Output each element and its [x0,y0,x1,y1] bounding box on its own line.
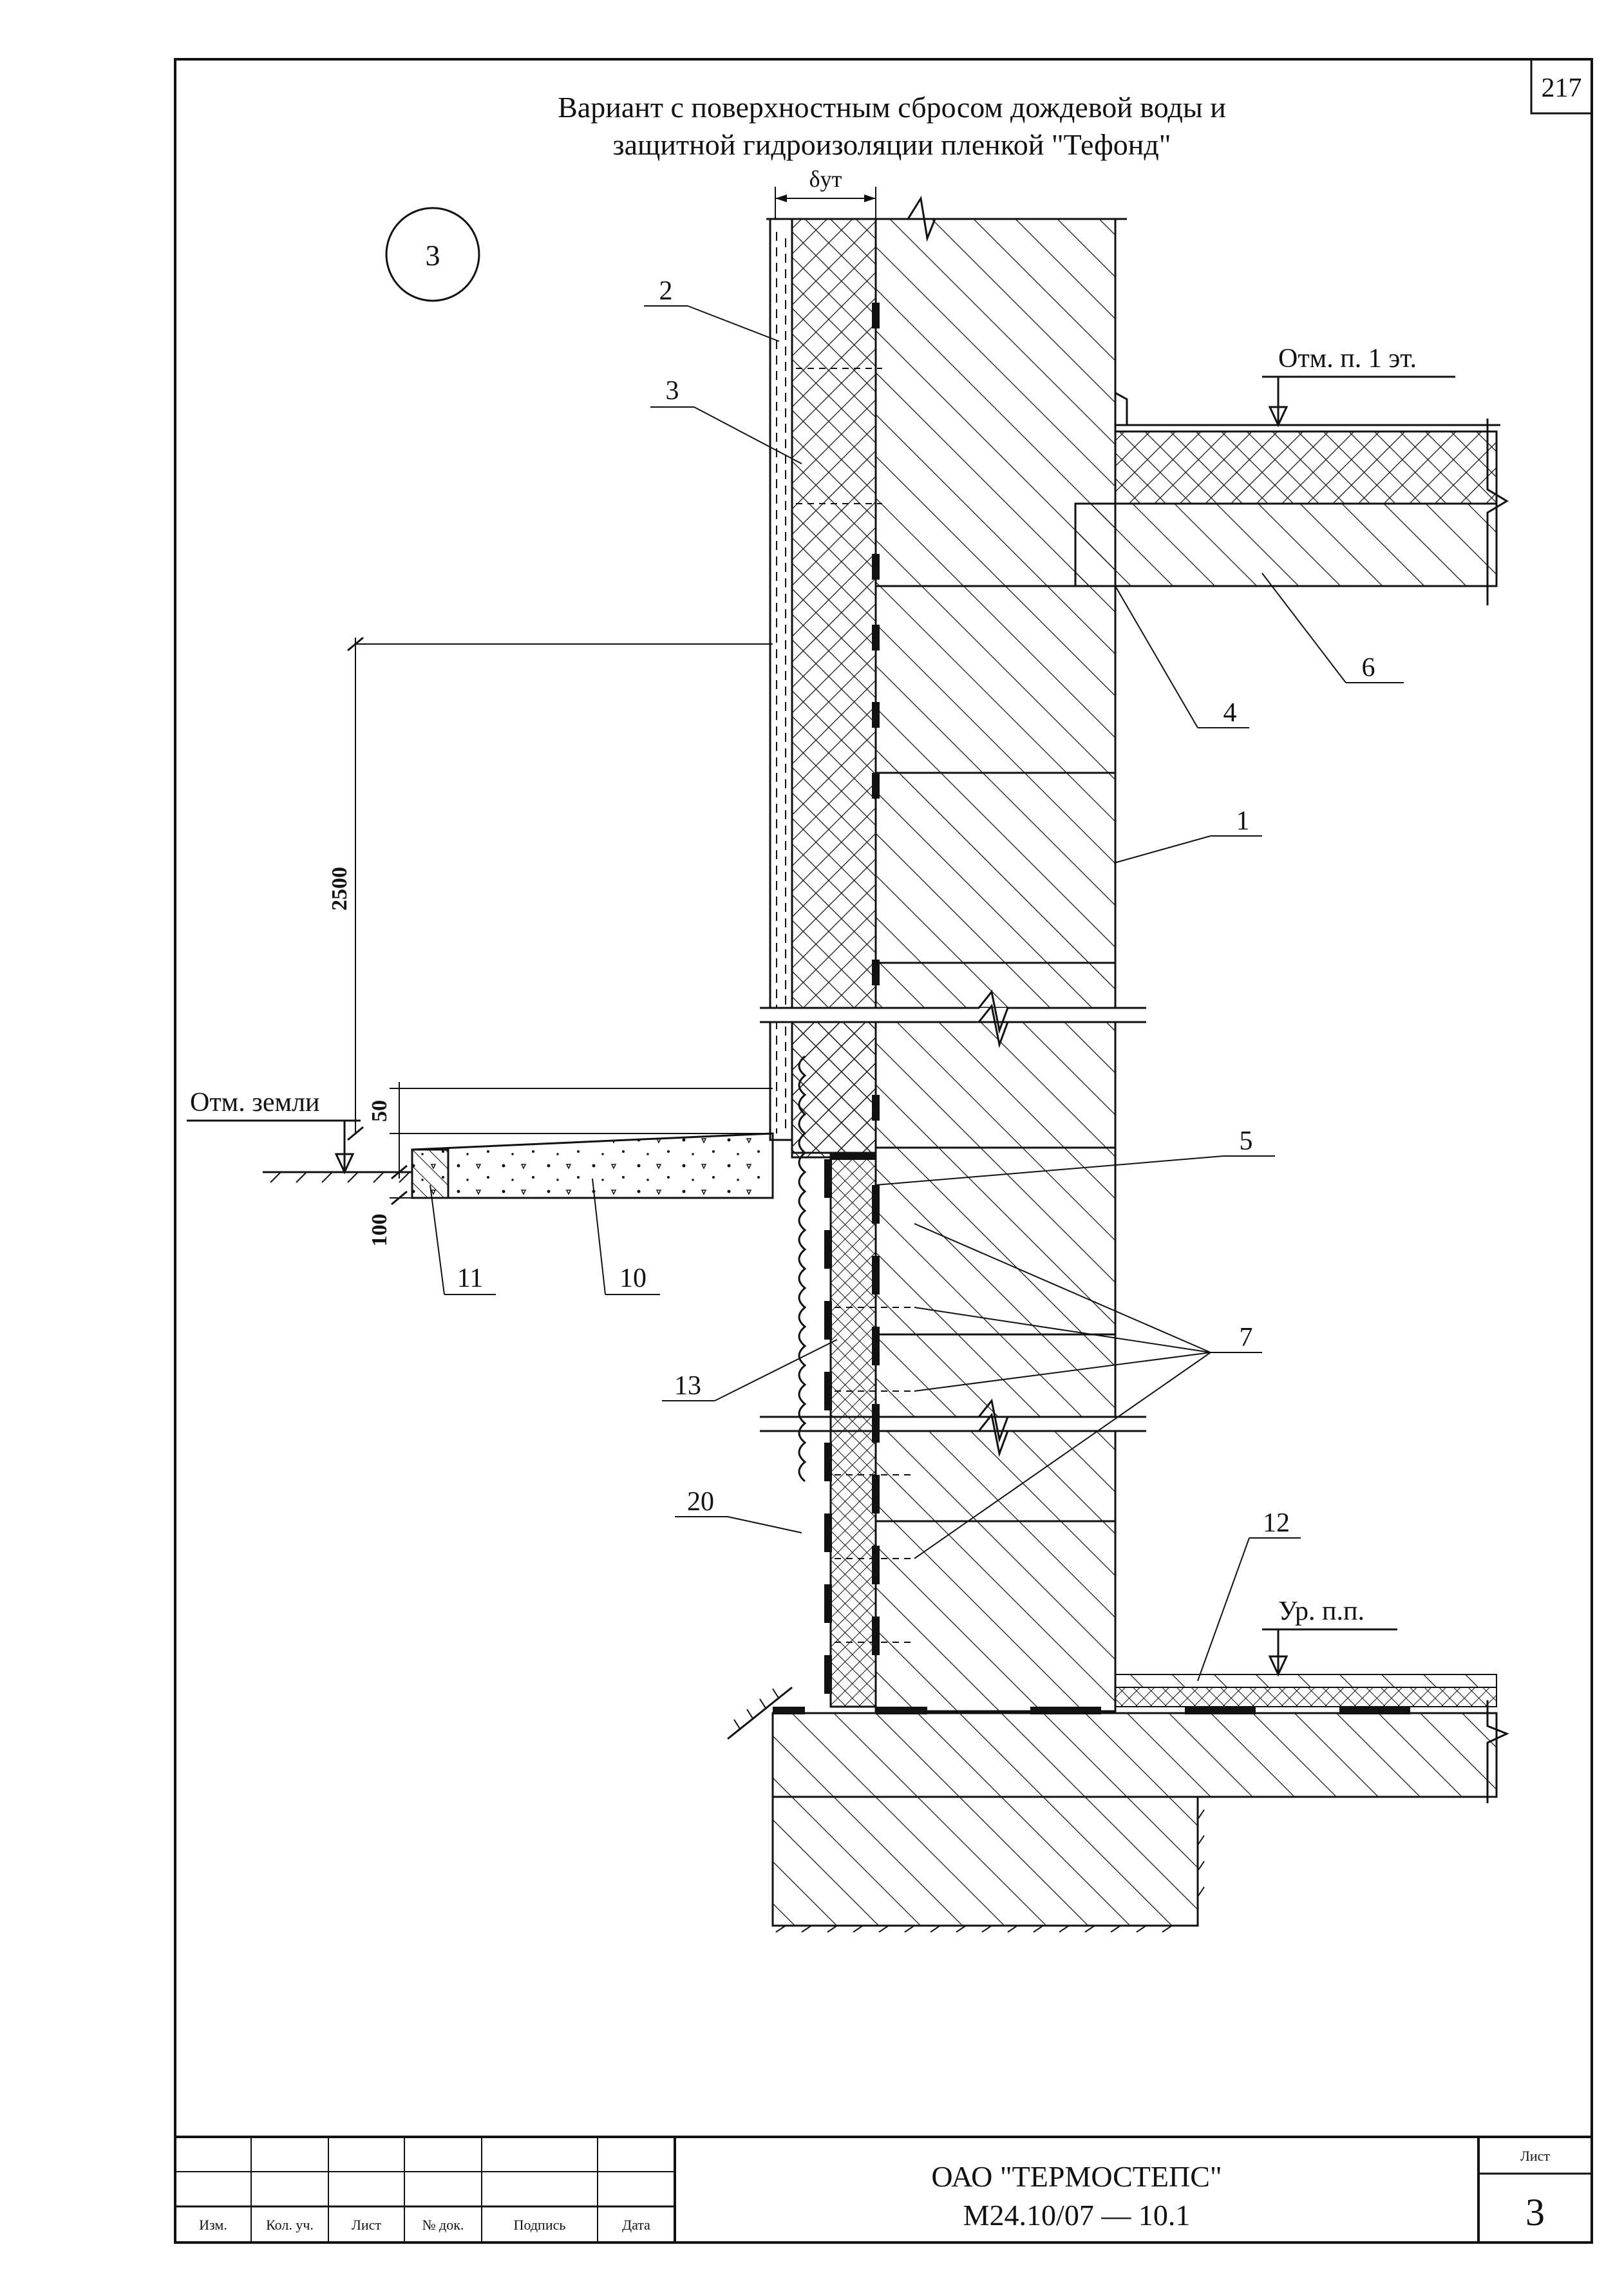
dimpled-membrane [798,1055,807,1483]
first-floor-break [1486,419,1509,605]
tb-sheet-number: 3 [1525,2191,1545,2233]
excavation-slope [727,1686,793,1740]
tb-header-signature: Подпись [514,2217,566,2233]
blind-area-slab [411,1132,774,1199]
callout-4-label: 4 [1223,698,1237,728]
callout-11: 11 [430,1184,496,1295]
insulation-thickness-dimension: δут [775,166,876,222]
ground-ticks [775,1809,1205,1933]
callout-2: 2 [644,276,780,342]
dimension-100-label: 100 [368,1214,392,1247]
callout-3-label: 3 [666,376,679,406]
first-floor-elevation-mark: Отм. п. 1 эт. [1262,344,1455,428]
callout-1: 1 [1113,806,1262,864]
callout-10: 10 [592,1178,660,1295]
first-floor-insulation [1114,430,1498,505]
tb-header-list: Лист [352,2217,381,2233]
tb-sheet-label: Лист [1520,2148,1550,2164]
insulation-below-grade [829,1152,877,1708]
callout-2-label: 2 [659,276,673,306]
anchor-lines-lower [835,1307,914,1643]
masonry-block-row-3 [874,962,1117,1009]
callout-5: 5 [875,1126,1275,1186]
title-line-1: Вариант с поверхностным сбросом дождевой… [558,91,1226,124]
title-line-2: защитной гидроизоляции пленкой "Тефонд" [612,128,1171,161]
callout-11-label: 11 [457,1264,483,1293]
tb-document-code: М24.10/07 — 10.1 [963,2199,1191,2232]
tb-header-date: Дата [622,2217,650,2233]
sheet-frame [174,58,1593,2244]
masonry-block-row-1 [874,585,1117,774]
callout-5-label: 5 [1240,1126,1253,1156]
callout-7: 7 [914,1223,1262,1559]
wall-to-floor-edge [1114,219,1128,425]
ground-line-ticks [270,1171,410,1183]
callout-12-label: 12 [1263,1508,1290,1538]
basement-floor-insulation [1115,1687,1497,1707]
masonry-block-row-2 [874,772,1117,964]
masonry-block-row-4 [874,1021,1117,1149]
ground-elevation-mark: Отм. земли [187,1088,361,1175]
foundation-break [1486,1700,1509,1803]
page-number: 217 [1542,73,1582,103]
dimension-2500-label: 2500 [328,867,352,911]
callout-7-label: 7 [1240,1323,1253,1352]
foundation-footing [771,1796,1199,1927]
insulation-thickness-label: δут [809,166,842,192]
tb-header-izm: Изм. [199,2217,227,2233]
title-block: Изм. Кол. уч. Лист № док. Подпись Дата О… [175,2136,1592,2243]
insulation-plinth [791,1021,877,1159]
break-band-1 [760,1008,1146,1022]
tb-organization: ОАО "ТЕРМОСТЕПС" [931,2160,1222,2193]
callout-6-label: 6 [1362,653,1375,683]
detail-number: 3 [426,239,440,272]
detail-number-circle [385,207,480,302]
callout-12: 12 [1197,1508,1301,1682]
callout-6: 6 [1261,573,1404,683]
floor-level-label: Ур. п.п. [1278,1597,1364,1626]
callout-20: 20 [675,1487,802,1533]
first-floor-elevation-label: Отм. п. 1 эт. [1278,344,1417,374]
tb-header-doc-no: № док. [422,2217,464,2233]
callout-3: 3 [650,376,802,464]
page-number-box [1530,58,1593,115]
callout-20-label: 20 [687,1487,714,1517]
masonry-block-row-5 [874,1146,1117,1336]
ground-elevation-label: Отм. земли [190,1088,320,1117]
first-floor-slab [1074,502,1498,587]
dimension-2500: 2500 [328,636,773,1141]
masonry-block-row-8 [874,1520,1117,1712]
excavation-ticks [733,1688,780,1731]
tb-header-kol-uch: Кол. уч. [266,2217,314,2233]
dimension-50: 50 [368,1082,773,1179]
basement-floor-finish [1115,1674,1497,1688]
callout-1-label: 1 [1236,806,1250,836]
dimension-50-label: 50 [368,1100,392,1122]
callout-13-label: 13 [674,1371,701,1401]
masonry-block-row-7 [874,1430,1117,1522]
finish-layer [769,218,793,1141]
finish-layer-dashes [776,232,786,1133]
floor-level-mark: Ур. п.п. [1262,1597,1397,1677]
dimension-100: 100 [368,1164,412,1247]
blind-area-curb [411,1148,449,1199]
foundation-slab [771,1712,1498,1798]
callout-13: 13 [662,1339,838,1401]
masonry-block-row-6 [874,1333,1117,1418]
anchor-lines-upper [796,368,882,504]
top-break-line [766,195,1127,242]
callout-4: 4 [1115,585,1249,728]
callout-10-label: 10 [619,1264,647,1293]
